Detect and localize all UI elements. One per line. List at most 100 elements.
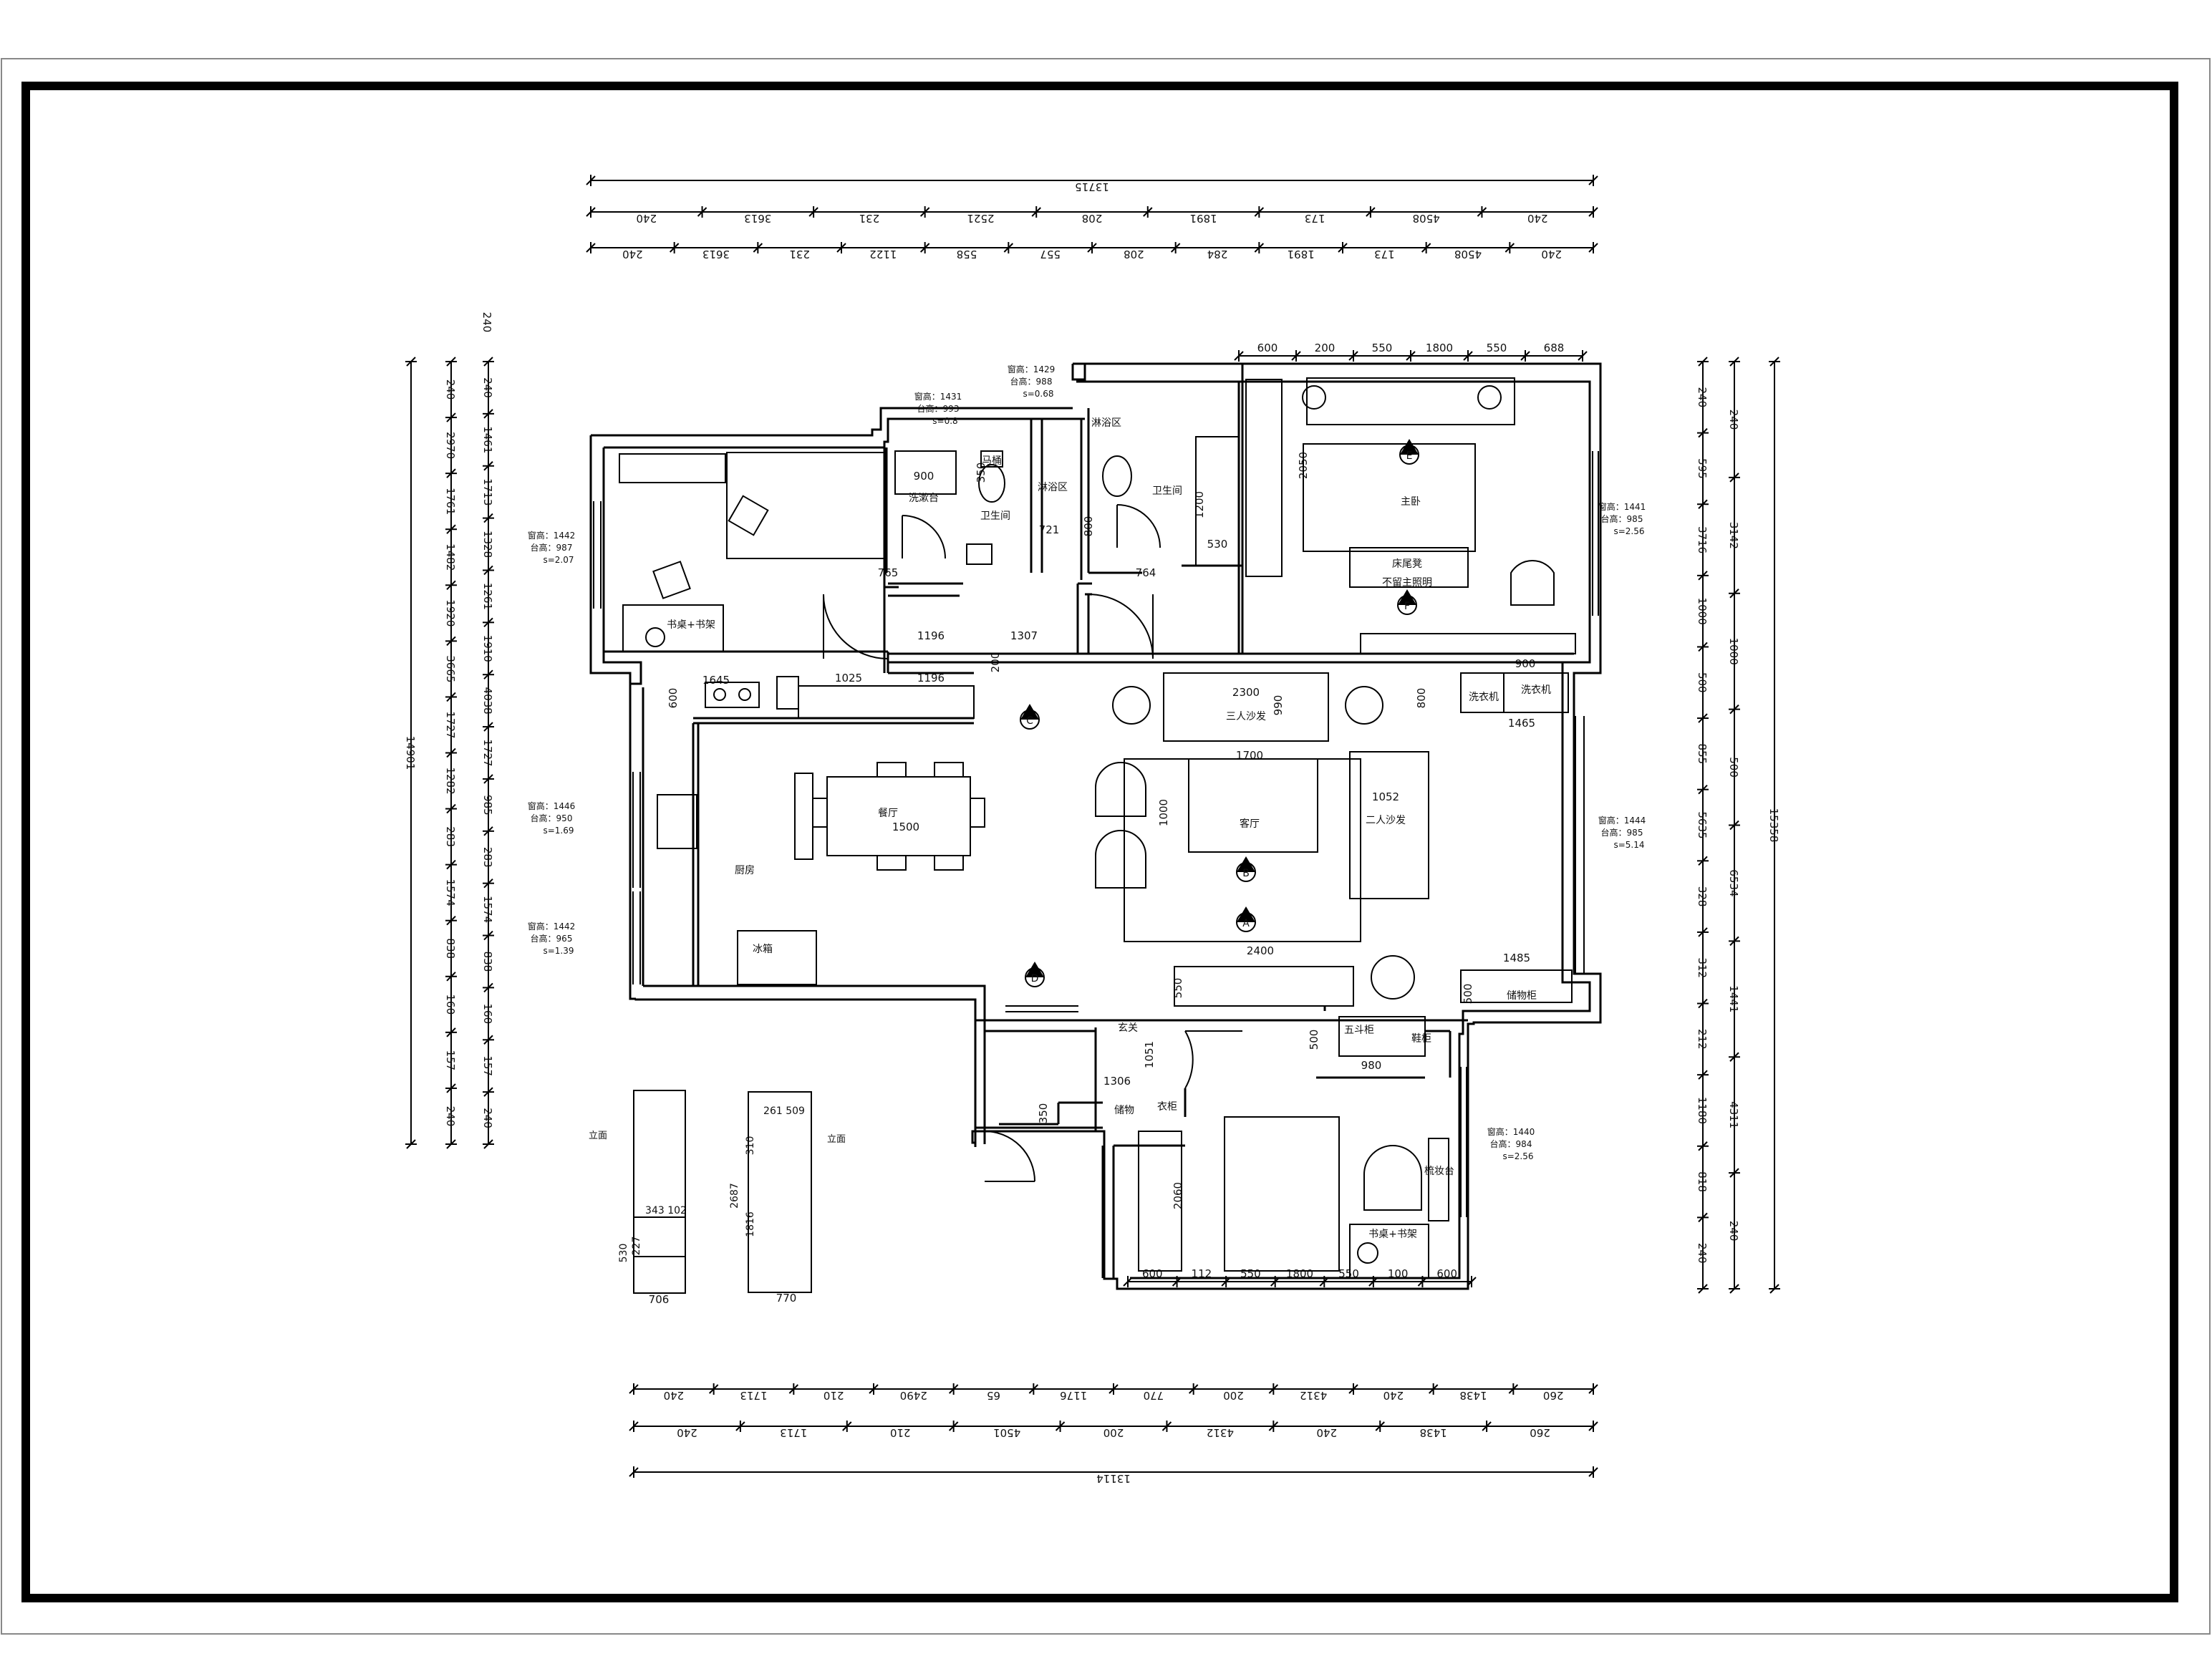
- room-label-washer2: 洗衣机: [1521, 684, 1551, 696]
- top-row2-dim-6: 208: [1124, 248, 1144, 261]
- top-row2-dim-4: 558: [957, 248, 977, 261]
- bottom-row2-dim-6: 240: [1316, 1426, 1337, 1439]
- inner-dim-d_980: 980: [1361, 1059, 1382, 1072]
- inner-dim-d_530: 530: [1207, 538, 1228, 551]
- window-note-1-sill: 窗高：1431: [914, 391, 962, 402]
- room-label-tv_note: 不留主照明: [1382, 577, 1432, 589]
- right-col1-dim-2: 1000: [1727, 638, 1740, 665]
- inner-dim-d_1000: 1000: [1157, 799, 1170, 826]
- room-label-bath2: 卫生间: [1152, 485, 1182, 497]
- top-inner-dim-4: 550: [1487, 342, 1507, 354]
- top-row2-dim-8: 1891: [1288, 248, 1315, 261]
- inner-dim-d_721: 721: [1039, 523, 1060, 536]
- window-note-3-area: s=2.56: [1613, 526, 1644, 536]
- room-label-cabinet: 储物柜: [1507, 990, 1537, 1002]
- elevation-right-c: 2687: [729, 1183, 740, 1209]
- dining-chair: [876, 855, 907, 871]
- inner-dim-d_1025: 1025: [835, 672, 862, 684]
- left-col2-dim-9: 283: [481, 847, 494, 868]
- left-col1-dim-12: 157: [444, 1050, 457, 1071]
- bottom-row1-dim-8: 4312: [1300, 1389, 1327, 1402]
- right-col2-dim-0: 240: [1696, 387, 1709, 407]
- left-col1-dim-7: 1282: [444, 767, 457, 794]
- room-label-bedbench: 床尾凳: [1392, 558, 1422, 570]
- window-note-7-area: s=2.56: [1502, 1151, 1533, 1161]
- room-label-shoe: 鞋柜: [1411, 1033, 1431, 1045]
- bottom-row2-dim-7: 1438: [1420, 1426, 1447, 1439]
- border-frame: [21, 82, 2178, 1602]
- room-label-dining: 餐厅: [878, 808, 898, 819]
- right-col2-dim-1: 595: [1696, 458, 1709, 479]
- bottom-row2-dim-3: 4501: [993, 1426, 1020, 1439]
- left-col2-dim-3: 1328: [481, 531, 494, 558]
- bottom-row1-dim-0: 240: [664, 1389, 685, 1402]
- room-labels: 主卧客厅餐厅厨房卫生间卫生间淋浴区淋浴区马桶洗漱台三人沙发二人沙发冰箱洗衣机洗衣…: [667, 417, 1551, 1240]
- top-inner-dim-2: 550: [1372, 342, 1393, 354]
- top-overall-dim-0: 13715: [1075, 180, 1109, 193]
- top-row2-dim-0: 240: [622, 248, 643, 261]
- left-col1-dim-0: 240: [444, 379, 457, 400]
- room-label-shower2: 淋浴区: [1091, 417, 1121, 429]
- left-col1-dim-13: 240: [444, 1106, 457, 1127]
- inner-dim-d_765: 765: [878, 566, 899, 579]
- window-note-3-table: 台高：985: [1601, 513, 1643, 524]
- inner-dim-d_764: 764: [1136, 566, 1156, 579]
- marker-f-label: F: [1404, 601, 1410, 612]
- elevation-left-top: 343 102: [645, 1205, 687, 1216]
- left-col1-dim-8: 283: [444, 826, 457, 847]
- inner-dim-d_900b: 900: [914, 470, 934, 483]
- left-col2-dim-10: 1574: [481, 896, 494, 923]
- window-note-5-table: 台高：965: [531, 933, 573, 944]
- dining-chair: [812, 798, 828, 828]
- top-row1-dim-4: 208: [1082, 212, 1103, 225]
- top-row1-dim-5: 1891: [1189, 212, 1217, 225]
- room-label-living: 客厅: [1240, 818, 1260, 830]
- inner-dim-d_2400: 2400: [1247, 944, 1274, 957]
- marker-e-arrow: [1400, 439, 1419, 455]
- right-col2-dim-7: 328: [1696, 886, 1709, 907]
- room-label-desk2: 书桌+书架: [1368, 1229, 1417, 1240]
- marker-c-arrow: [1020, 704, 1039, 720]
- bottom-row1-dim-9: 240: [1383, 1389, 1404, 1402]
- right-col2-dim-12: 240: [1696, 1243, 1709, 1264]
- right-col2-dim-9: 212: [1696, 1029, 1709, 1050]
- window-note-3-sill: 窗高：1441: [1598, 501, 1646, 512]
- left-col2-dim-1: 1461: [481, 426, 494, 453]
- right-col1-dim-0: 240: [1727, 410, 1740, 430]
- left-col2-dim-2: 1713: [481, 478, 494, 505]
- dimension-ticks: [405, 175, 1780, 1478]
- window-note-0-table: 台高：987: [531, 542, 573, 553]
- left-col2-dim-4: 1261: [481, 583, 494, 610]
- bottom-row2-dim-8: 260: [1530, 1426, 1550, 1439]
- right-overall-dim-0: 15358: [1767, 808, 1780, 843]
- bottom-row2-dim-0: 240: [677, 1426, 697, 1439]
- top-row1-dim-7: 4508: [1413, 212, 1440, 225]
- left-col2-dim-6: 4038: [481, 687, 494, 715]
- window-note-1-table: 台高：993: [917, 403, 960, 414]
- right-col2-dim-5: 855: [1696, 744, 1709, 765]
- room-label-note_a: 储物: [1114, 1105, 1134, 1116]
- elevation-right-d: 1816: [745, 1211, 756, 1237]
- bottom-overall-dim-0: 13114: [1096, 1472, 1131, 1485]
- marker-e-label: E: [1406, 450, 1413, 462]
- left-col2-dim-5: 1910: [481, 635, 494, 662]
- top-row2-dim-3: 1122: [869, 248, 897, 261]
- left-col2-dim-0: 240: [481, 377, 494, 398]
- room-label-fridge: 冰箱: [753, 944, 773, 955]
- right-col2-dim-8: 312: [1696, 957, 1709, 978]
- doors: [823, 504, 1242, 1182]
- bottom-row1-dim-6: 770: [1144, 1389, 1164, 1402]
- left-col1-dim-6: 1727: [444, 711, 457, 738]
- top-inner-dim-3: 1800: [1426, 342, 1453, 354]
- room-label-sofa3: 三人沙发: [1226, 711, 1266, 722]
- window-note-0-sill: 窗高：1442: [528, 530, 576, 541]
- inner-dim-d_1196b: 1196: [917, 672, 945, 684]
- bottom-row1-dim-7: 200: [1223, 1389, 1244, 1402]
- top-row2-dim-11: 240: [1541, 248, 1562, 261]
- marker-d-arrow: [1025, 962, 1044, 977]
- inner-dim-d_1306: 1306: [1103, 1075, 1131, 1088]
- top-row1-dim-6: 173: [1305, 212, 1325, 225]
- room-label-dresser: 梳妆台: [1424, 1166, 1454, 1177]
- bottom-row1-dim-5: 1176: [1060, 1389, 1087, 1402]
- outer-frame: [1, 58, 2211, 1635]
